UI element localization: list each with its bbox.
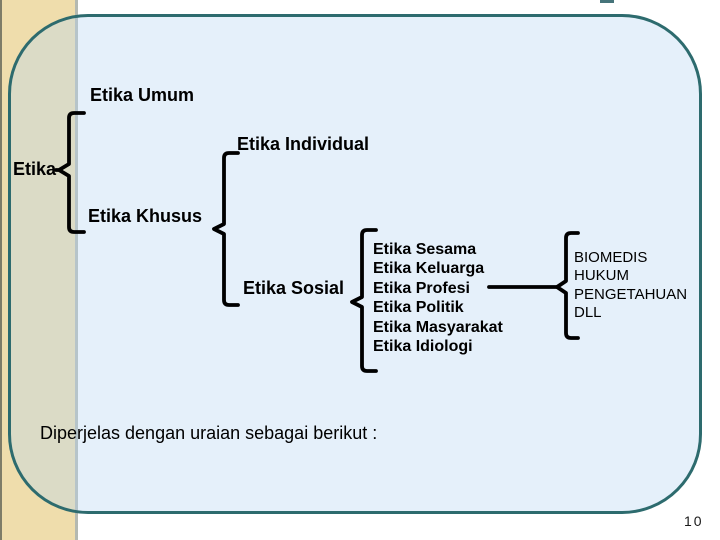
sosial-children-list: Etika Sesama Etika Keluarga Etika Profes… bbox=[373, 240, 503, 356]
top-edge-decoration bbox=[600, 0, 614, 3]
node-etika-keluarga: Etika Keluarga bbox=[373, 260, 485, 278]
profesi-children-list: BIOMEDIS HUKUM PENGETAHUAN DLL bbox=[574, 249, 687, 323]
node-etika-khusus: Etika Khusus bbox=[88, 206, 203, 226]
node-pengetahuan: PENGETAHUAN bbox=[574, 285, 688, 303]
node-biomedis: BIOMEDIS bbox=[574, 249, 648, 266]
node-etika-masyarakat: Etika Masyarakat bbox=[373, 318, 503, 336]
node-etika-sosial: Etika Sosial bbox=[243, 278, 345, 298]
caption-text: Diperjelas dengan uraian sebagai berikut… bbox=[40, 423, 378, 443]
node-dll: DLL bbox=[574, 304, 602, 322]
node-etika-individual: Etika Individual bbox=[237, 134, 370, 154]
node-etika: Etika bbox=[13, 159, 57, 179]
node-etika-idiologi: Etika Idiologi bbox=[373, 338, 473, 356]
node-etika-umum: Etika Umum bbox=[90, 85, 195, 105]
node-etika-politik: Etika Politik bbox=[373, 299, 464, 317]
node-hukum: HUKUM bbox=[574, 267, 629, 285]
node-etika-profesi: Etika Profesi bbox=[373, 279, 470, 297]
page-number: 10 bbox=[684, 513, 704, 529]
node-etika-sesama: Etika Sesama bbox=[373, 241, 477, 258]
